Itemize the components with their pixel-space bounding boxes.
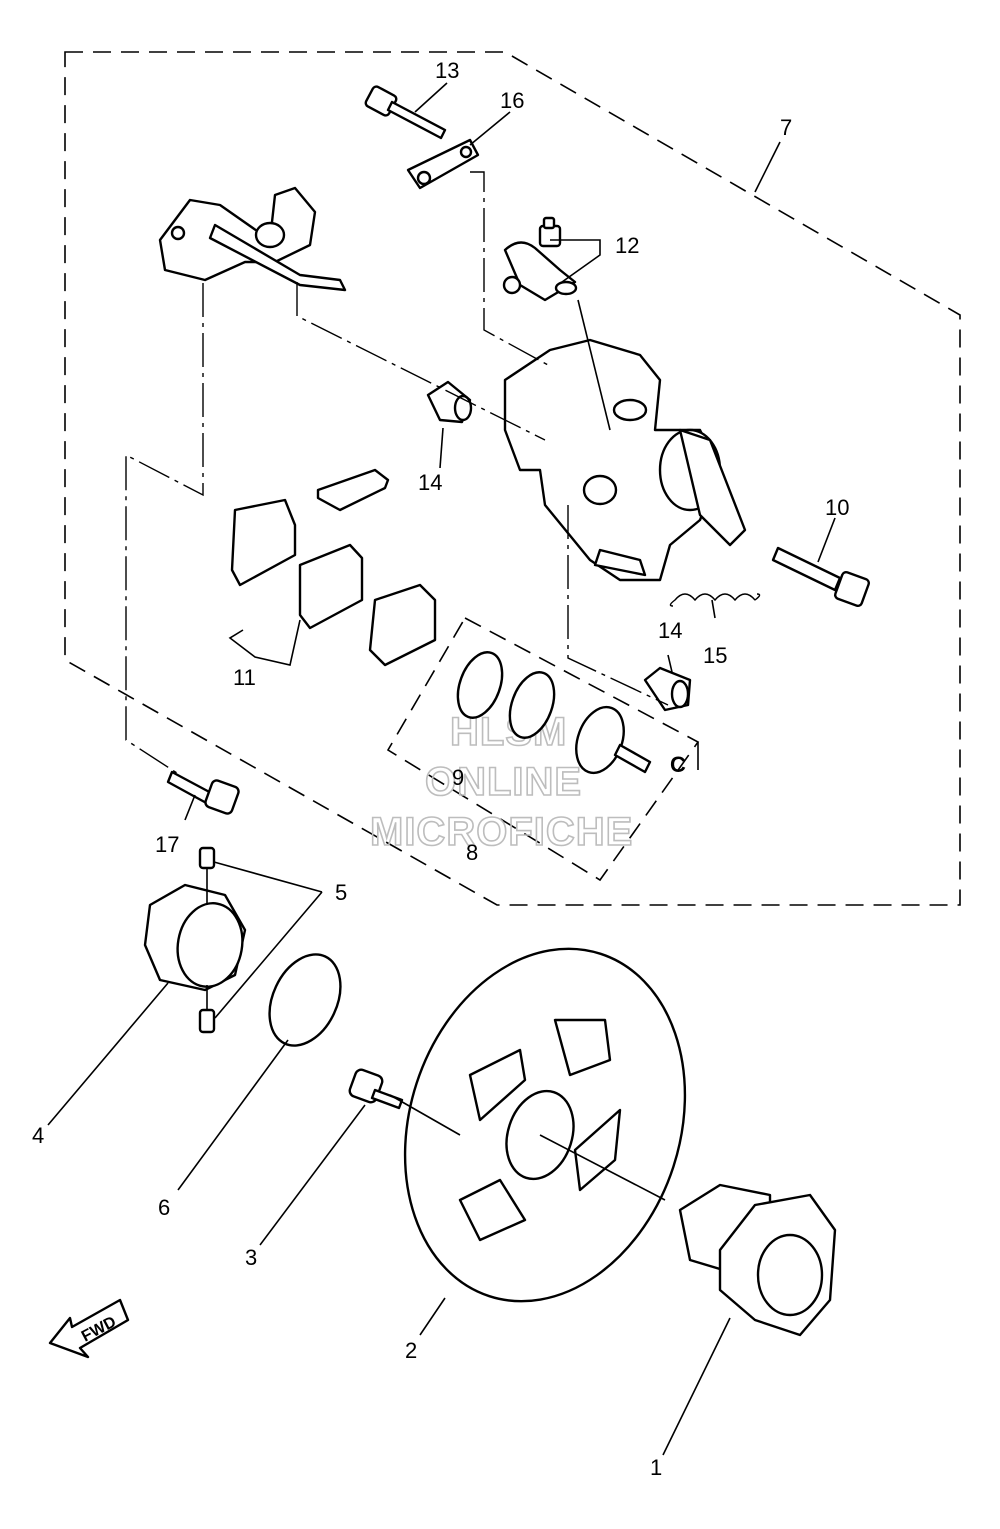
callout-8: 8 [466,840,478,865]
caliper-body [503,338,747,582]
part-12-bleed-screw [502,216,578,302]
part-14-boot-upper [426,380,473,424]
watermark-line-3: MICROFICHE [370,810,633,854]
callout-16: 16 [500,88,524,113]
fwd-arrow-icon: FWD [48,1298,130,1359]
callout-6: 6 [158,1195,170,1220]
callout-1: 1 [650,1455,662,1480]
callout-10: 10 [825,495,849,520]
part-6-washer [268,953,342,1047]
part-9-seals-piston [456,651,652,775]
callout-17: 17 [155,832,179,857]
callout-4: 4 [32,1123,44,1148]
part-3-bolt [348,1068,404,1110]
part-14-boot-lower [643,666,692,712]
part-2-brake-disc [403,947,687,1303]
callout-15: 15 [703,643,727,668]
part-5-set-screws [198,846,216,1034]
part-10-bolt [771,546,871,608]
caliper-assembly-boundary [64,51,961,906]
callout-2: 2 [405,1338,417,1363]
leader-lines [47,82,836,1456]
part-11-brake-pads [230,468,437,667]
callout-numbers: 13 16 7 12 14 10 14 15 11 9 8 17 5 4 6 3… [32,58,849,1480]
callout-7: 7 [780,115,792,140]
part-4-lock-nut [143,883,247,992]
callout-12: 12 [615,233,639,258]
clip-label: C [670,752,686,777]
part-1-hub [678,1183,837,1337]
part-13-bolt [364,85,447,140]
watermark-line-2: ONLINE [425,760,582,804]
callout-5: 5 [335,880,347,905]
callout-14-lower: 14 [658,618,682,643]
watermark: HLSM ONLINE MICROFICHE [369,709,633,855]
part-15-spring [669,593,761,607]
part-17-bolt [166,770,240,815]
callout-3: 3 [245,1245,257,1270]
callout-11: 11 [233,665,256,690]
part-16-plate [406,138,480,190]
callout-14-upper: 14 [418,470,442,495]
seal-kit-boundary [386,616,700,882]
caliper-bracket [158,186,347,292]
callout-13: 13 [435,58,459,83]
callout-9: 9 [452,765,464,790]
